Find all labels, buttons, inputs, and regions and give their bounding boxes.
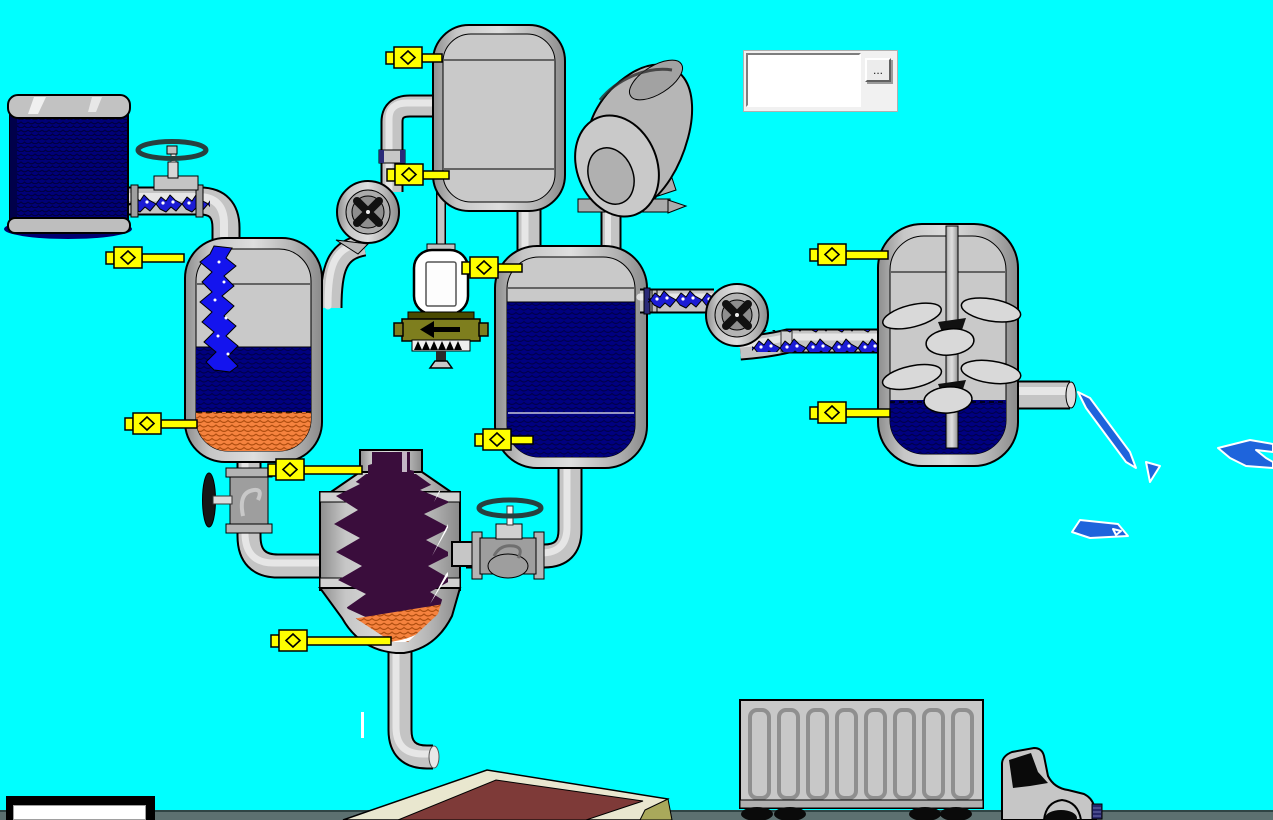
left-reactor xyxy=(184,237,323,463)
agitator xyxy=(881,225,1022,449)
flow-animation xyxy=(648,290,714,312)
level-sensor-left-reactor-bottom[interactable] xyxy=(124,412,198,435)
inline-filter xyxy=(393,243,489,369)
level-sensor-crystallizer-top[interactable] xyxy=(267,458,363,481)
impeller xyxy=(722,300,752,330)
partial-window-content xyxy=(13,805,146,820)
reactor-drain-valve[interactable] xyxy=(202,467,273,534)
falling-stream xyxy=(199,245,239,373)
center-vessel-liquid xyxy=(507,302,635,457)
right-reactor xyxy=(877,223,1022,467)
crystal-mass xyxy=(334,452,448,634)
level-sensor-right-reactor-bottom[interactable] xyxy=(809,401,891,424)
crystallizer xyxy=(318,449,479,654)
orange-sediment xyxy=(196,412,311,451)
circulation-suction-pipe xyxy=(640,287,714,315)
level-sensor-top-tank[interactable] xyxy=(385,46,443,69)
level-sensor-left-reactor-top[interactable] xyxy=(105,246,185,269)
handwheel[interactable] xyxy=(476,497,544,519)
discharge-bin xyxy=(342,712,673,820)
pump-discharge-flange xyxy=(378,149,406,164)
level-sensor-center-vessel-top[interactable] xyxy=(461,256,523,279)
partial-window xyxy=(6,796,155,820)
flow-direction-arrow xyxy=(420,321,460,338)
impeller xyxy=(353,197,383,227)
trailer-ribs xyxy=(748,708,974,800)
feed-pump[interactable] xyxy=(335,180,400,255)
handwheel[interactable] xyxy=(135,139,209,161)
artifact-line xyxy=(361,712,364,738)
flow-animation xyxy=(752,330,888,352)
cab-window xyxy=(1009,753,1048,788)
top-tank xyxy=(432,24,566,212)
file-path-input[interactable] xyxy=(746,53,861,107)
crystallizer-drain-pipe xyxy=(396,643,439,768)
level-sensor-pump-discharge[interactable] xyxy=(386,163,450,186)
stream-sparkles xyxy=(213,260,230,356)
tank-outlet-valve[interactable] xyxy=(130,139,209,218)
circulation-pump[interactable] xyxy=(705,283,769,347)
truck-cab xyxy=(1001,746,1103,820)
center-vessel xyxy=(494,245,648,469)
circulation-discharge-pipe xyxy=(740,330,888,352)
blower-motor xyxy=(574,59,694,218)
liquid-splash xyxy=(1071,391,1273,539)
browse-button[interactable]: ... xyxy=(865,58,891,82)
file-picker: ... xyxy=(743,50,898,112)
level-sensor-right-reactor-top[interactable] xyxy=(809,243,889,266)
transfer-valve[interactable] xyxy=(471,497,545,580)
truck xyxy=(739,699,1103,820)
storage-tank xyxy=(4,94,132,239)
level-sensor-crystallizer-bottom[interactable] xyxy=(270,629,392,652)
right-reactor-outlet-pipe xyxy=(1014,382,1076,408)
level-sensor-center-vessel-bottom[interactable] xyxy=(474,428,534,451)
trailer xyxy=(739,699,984,820)
